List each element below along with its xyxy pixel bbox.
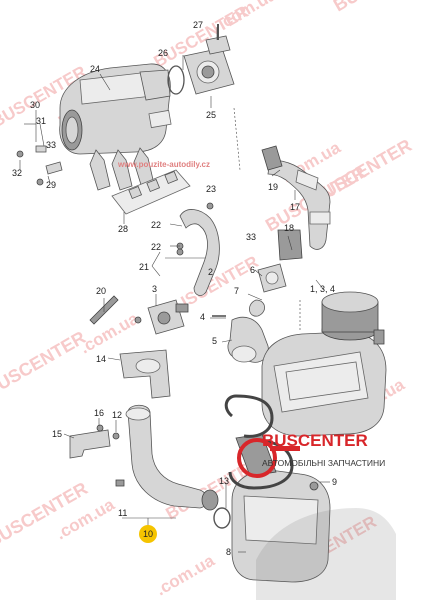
filter-element [321, 291, 385, 345]
callout-29: 29 [46, 180, 56, 190]
callout-21: 21 [139, 262, 149, 272]
buscenter-logo: BUSCENTER АВТОМОБІЛЬНІ ЗАПЧАСТИНИ [224, 394, 385, 490]
site-watermark: www.pouzite-autodily.cz [117, 160, 210, 169]
callout-8: 8 [226, 547, 231, 557]
callout-32: 32 [12, 168, 22, 178]
callout-11: 11 [118, 508, 127, 518]
callout-3: 3 [152, 284, 157, 294]
lower-air-duct [115, 404, 231, 529]
callout-22: 22 [151, 220, 161, 230]
callout-6: 6 [250, 265, 255, 275]
mounting-bracket [119, 349, 171, 399]
callout-16: 16 [94, 408, 104, 418]
car-silhouette [256, 508, 396, 600]
callout-12: 12 [112, 410, 122, 420]
highlight-badge [139, 525, 157, 543]
callout-2: 2 [208, 267, 213, 277]
watermark-domain: .com.ua [153, 551, 219, 600]
gasket [111, 169, 191, 215]
leader-lines [19, 27, 330, 553]
watermark-brand: BUSCENTER [330, 0, 423, 15]
intake-manifold [59, 63, 172, 191]
callout-4: 4 [200, 312, 205, 322]
logo-brand-name: BUSCENTER [262, 431, 368, 450]
callout-18: 18 [284, 223, 294, 233]
callout-26: 26 [158, 48, 168, 58]
callout-27: 27 [193, 20, 203, 30]
sensor-bracket-parts [16, 145, 63, 186]
callout-33: 33 [46, 140, 56, 150]
watermark-domain: .com.ua [77, 309, 143, 358]
callout-15: 15 [52, 429, 62, 439]
air-mass-sensor [249, 229, 303, 317]
callout-20: 20 [96, 286, 106, 296]
callout-28: 28 [118, 224, 128, 234]
callout-13: 13 [219, 476, 229, 486]
callout-33: 33 [246, 232, 256, 242]
intake-hose-upper [261, 145, 331, 250]
callout-31: 31 [36, 116, 46, 126]
callout-7: 7 [234, 286, 239, 296]
callout-9: 9 [332, 477, 337, 487]
resonator-box [231, 433, 331, 583]
air-filter-housing [261, 331, 387, 437]
callout-22: 22 [151, 242, 161, 252]
throttle-body [167, 24, 235, 95]
watermark-brand: BUSCENTER [0, 327, 89, 400]
solenoid-valve [134, 299, 226, 335]
hose-bracket [69, 424, 120, 459]
callout-10: 10 [143, 529, 153, 539]
callout-19: 19 [268, 182, 278, 192]
callout-17: 17 [290, 202, 300, 212]
watermark-domain: .com.ua [215, 0, 281, 33]
callout-25: 25 [206, 110, 216, 120]
air-duct [227, 316, 269, 363]
logo-tagline: АВТОМОБІЛЬНІ ЗАПЧАСТИНИ [262, 458, 385, 468]
callout-group-1-3-4: 1, 3, 4 [310, 284, 335, 294]
callout-24: 24 [90, 64, 100, 74]
callout-labels: 27 26 25 24 30 31 32 33 29 28 19 17 23 2… [12, 20, 337, 557]
callout-14: 14 [96, 354, 106, 364]
callout-30: 30 [30, 100, 40, 110]
callout-23: 23 [206, 184, 216, 194]
callout-5: 5 [212, 336, 217, 346]
